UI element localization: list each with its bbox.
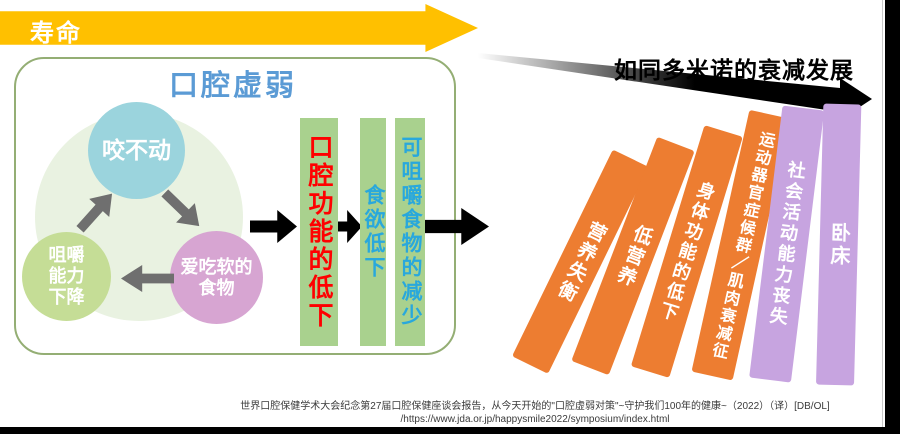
circle-soft-food-line1: 爱吃软的 [180, 256, 253, 277]
right-edge-separator [882, 0, 883, 434]
circle-soft-food: 爱吃软的 食物 [170, 231, 263, 324]
right-letterbox-bar [885, 0, 900, 434]
bar-appetite-decline: 食欲低下 [360, 118, 386, 346]
oral-frailty-box [14, 57, 456, 355]
citation-line2: /https://www.jda.or.jp/happysmile2022/sy… [400, 414, 670, 425]
domino-tile-bedridden: 卧床 [816, 103, 862, 386]
bar-chewable-food-decrease: 可咀嚼食物的减少 [395, 118, 425, 346]
circle-chewing-decline-line1: 咀嚼 [48, 245, 85, 266]
circle-chewing-decline-line3: 下降 [48, 286, 85, 307]
domino-section-title: 如同多米诺的衰减发展 [614, 57, 854, 83]
decline-gradient-arrow-icon [478, 53, 872, 120]
circle-cannot-bite-label: 咬不动 [102, 137, 171, 164]
lifespan-label: 寿命 [30, 20, 82, 47]
lifespan-arrow-icon [0, 4, 478, 52]
circle-cannot-bite: 咬不动 [88, 102, 185, 199]
circle-chewing-decline: 咀嚼 能力 下降 [22, 232, 111, 321]
citation-line1: 世界口腔保健学术大会纪念第27届口腔保健座谈会报告，从今天开始的"口腔虚弱对策"… [240, 401, 830, 412]
circle-chewing-decline-line2: 能力 [48, 266, 85, 287]
bar-oral-function-decline: 口腔功能的低下 [300, 118, 338, 346]
oral-frailty-title: 口腔虚弱 [168, 70, 297, 102]
circle-soft-food-line2: 食物 [198, 277, 235, 298]
citation: 世界口腔保健学术大会纪念第27届口腔保健座谈会报告，从今天开始的"口腔虚弱对策"… [170, 400, 900, 426]
bottom-letterbox-bar [0, 427, 900, 434]
